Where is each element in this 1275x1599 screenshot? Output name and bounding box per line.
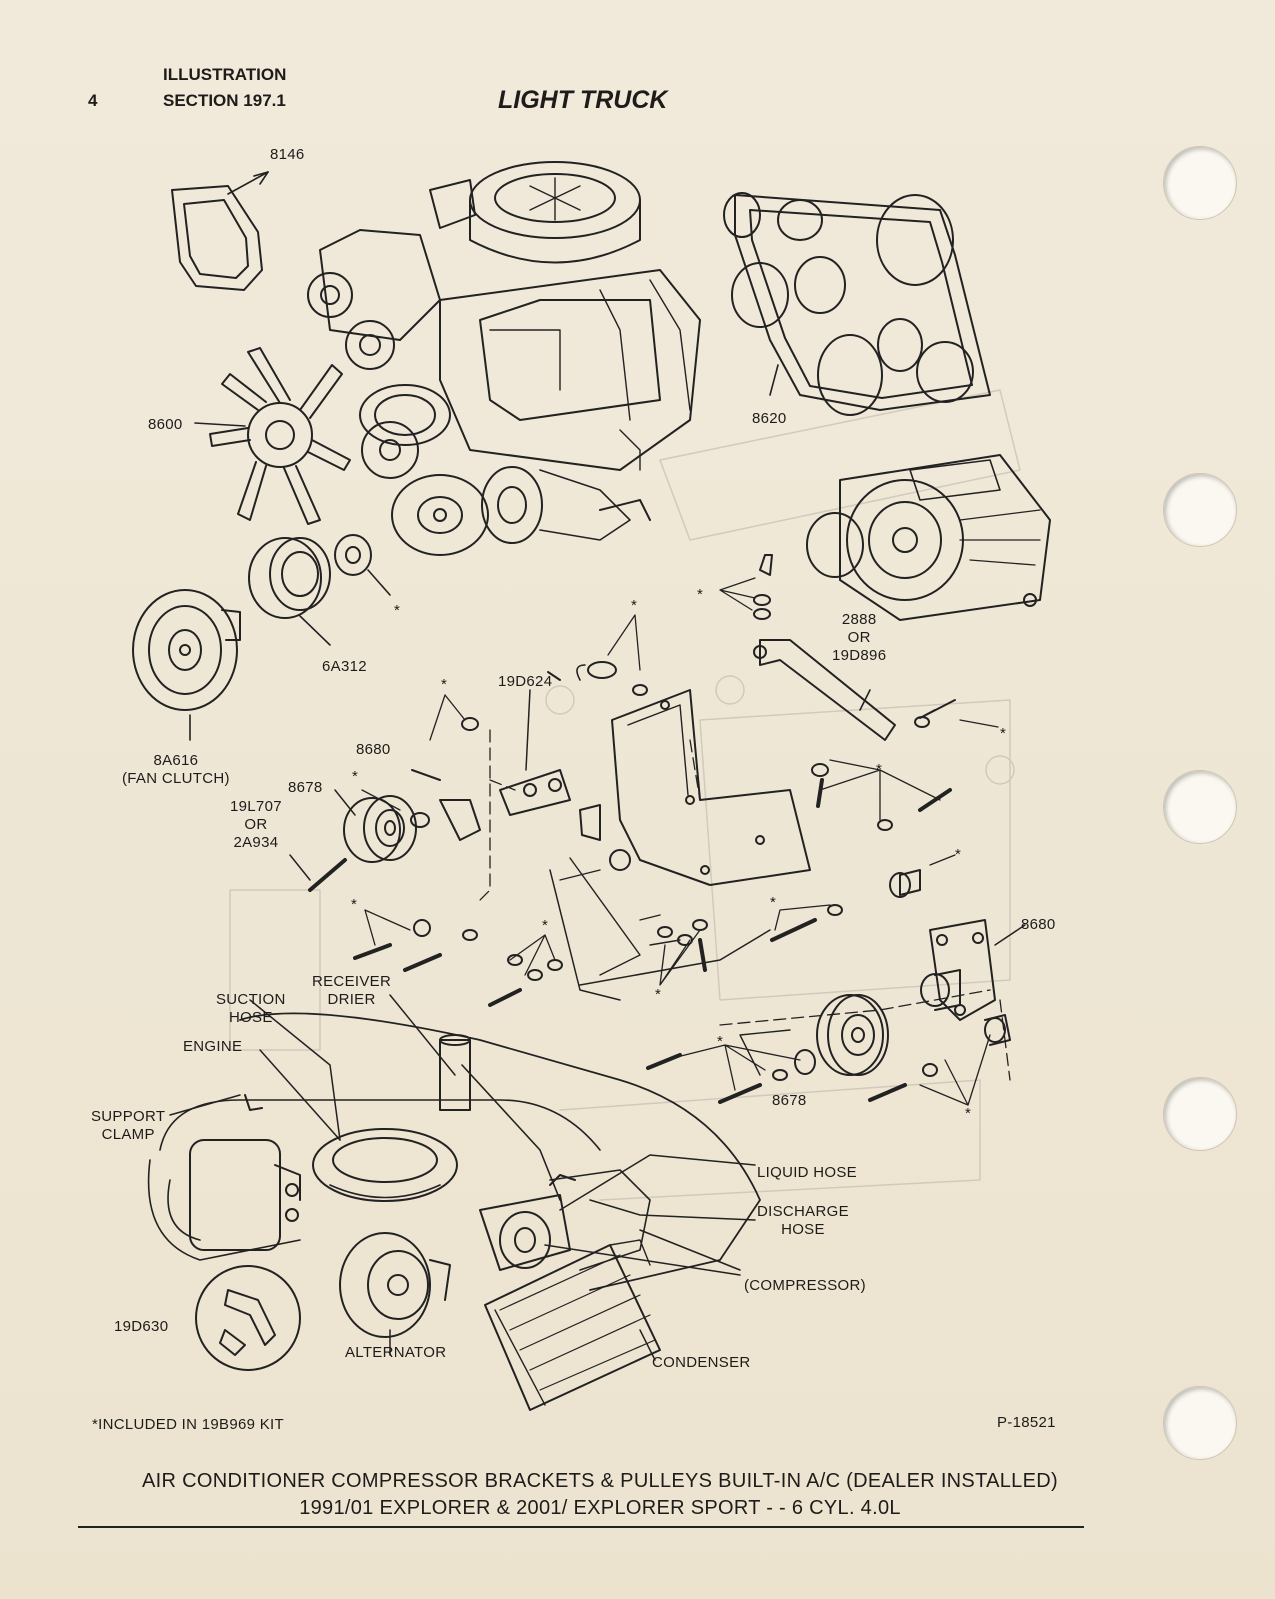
page-title: LIGHT TRUCK — [498, 86, 668, 114]
part-label-19D624: 19D624 — [498, 673, 553, 690]
caption-line-2: 1991/01 EXPLORER & 2001/ EXPLORER SPORT … — [299, 1497, 901, 1519]
label-engine: ENGINE — [183, 1038, 243, 1055]
fastener-set — [353, 763, 952, 1007]
part-label-19D630: 19D630 — [114, 1318, 169, 1335]
footer-rule — [78, 1526, 1084, 1528]
label-receiver-drier: RECEIVER DRIER — [312, 973, 392, 1008]
asterisk-marker: * — [876, 761, 883, 778]
page-number: 4 — [88, 91, 98, 110]
part-label-6A312: 6A312 — [322, 658, 367, 675]
pulley-6A312 — [248, 534, 391, 646]
bracket-2888 — [753, 554, 956, 741]
asterisk-marker: * — [631, 597, 638, 614]
binder-hole — [1163, 473, 1237, 547]
idler-pulley-8678-right — [646, 994, 938, 1104]
asterisk-marker: * — [965, 1105, 972, 1122]
part-label-8146: 8146 — [270, 146, 305, 163]
asterisk-marker: * — [955, 846, 962, 863]
asterisk-leaders — [361, 577, 999, 1106]
part-label-8680-lower: 8680 — [1021, 916, 1056, 933]
assembly-dashed-lines — [479, 729, 1011, 1081]
part-label-8620: 8620 — [752, 410, 787, 427]
part-label-8678-upper: 8678 — [288, 779, 323, 796]
asterisk-marker: * — [717, 1033, 724, 1050]
drive-belt-8620 — [723, 192, 991, 416]
engine-block — [307, 161, 701, 556]
part-label-2888: 2888 OR 19D896 — [832, 611, 887, 664]
section-line-2: SECTION 197.1 — [163, 91, 286, 110]
label-liquid-hose: LIQUID HOSE — [757, 1164, 857, 1181]
fan-clutch-8A616 — [132, 589, 241, 741]
part-label-19L707: 19L707 OR 2A934 — [230, 798, 282, 851]
asterisk-marker: * — [542, 917, 549, 934]
asterisk-marker: * — [697, 586, 704, 603]
kit-note: *INCLUDED IN 19B969 KIT — [92, 1416, 284, 1433]
asterisk-marker: * — [770, 894, 777, 911]
label-compressor: (COMPRESSOR) — [744, 1277, 866, 1294]
binder-hole — [1163, 1386, 1237, 1460]
label-alternator: ALTERNATOR — [345, 1344, 447, 1361]
fan-8600 — [194, 347, 351, 525]
figure-number: P-18521 — [997, 1414, 1056, 1431]
bleed-through-artwork — [229, 389, 1021, 1201]
asterisk-marker: * — [441, 676, 448, 693]
label-discharge-hose: DISCHARGE HOSE — [757, 1203, 849, 1238]
asterisk-marker: * — [655, 986, 662, 1003]
bracket-8680-right — [889, 869, 1026, 1046]
compressor-unit — [806, 454, 1051, 621]
part-label-8680-upper: 8680 — [356, 741, 391, 758]
part-label-8678-lower: 8678 — [772, 1092, 807, 1109]
binder-hole — [1163, 770, 1237, 844]
label-condenser: CONDENSER — [652, 1354, 751, 1371]
part-label-8600: 8600 — [148, 416, 183, 433]
binder-hole — [1163, 146, 1237, 220]
asterisk-marker: * — [351, 896, 358, 913]
caption-line-1: AIR CONDITIONER COMPRESSOR BRACKETS & PU… — [142, 1470, 1058, 1492]
idler-pulley-8678-left — [289, 717, 481, 892]
leader-lines — [169, 994, 756, 1361]
binder-hole — [1163, 1077, 1237, 1151]
bracket-19D624 — [499, 661, 811, 886]
fan-shroud-8146 — [171, 171, 269, 291]
asterisk-marker: * — [352, 768, 359, 785]
section-line-1: ILLUSTRATION — [163, 65, 287, 84]
ac-system-layout — [147, 1012, 761, 1411]
part-label-8A616: 8A616 (FAN CLUTCH) — [122, 752, 230, 787]
label-support-clamp: SUPPORT CLAMP — [91, 1108, 166, 1143]
asterisk-marker: * — [394, 602, 401, 619]
label-suction-hose: SUCTION HOSE — [216, 991, 286, 1026]
asterisk-marker: * — [1000, 725, 1007, 742]
